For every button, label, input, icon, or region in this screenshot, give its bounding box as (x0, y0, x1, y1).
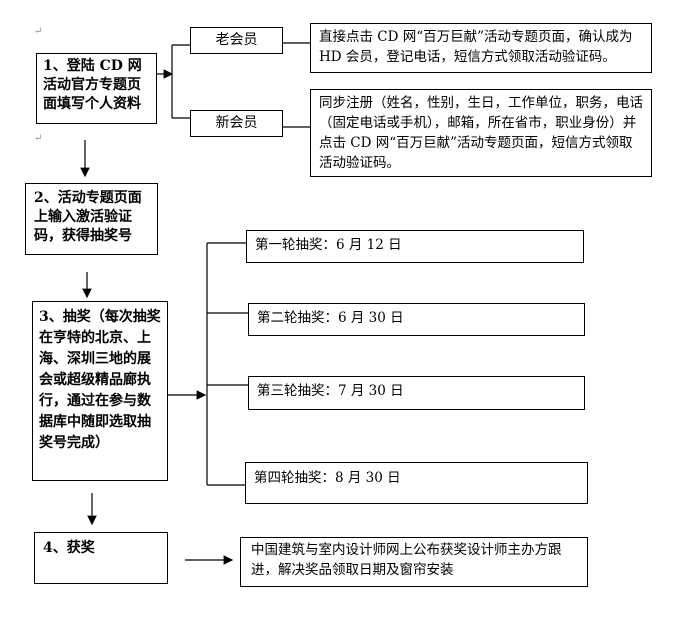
step4-text: 4、获奖 (43, 540, 95, 556)
step2-box: 2、活动专题页面上输入激活验证码，获得抽奖号 (25, 183, 158, 255)
step1-box: 1、登陆 CD 网活动官方专题页面填写个人资料 (36, 53, 157, 124)
old-member-box: 老会员 (190, 27, 283, 54)
new-member-box: 新会员 (190, 110, 283, 137)
round4-text: 第四轮抽奖：8 月 30 日 (254, 470, 401, 486)
new-member-label: 新会员 (215, 115, 258, 131)
round1-box: 第一轮抽奖：6 月 12 日 (246, 230, 584, 263)
old-member-label: 老会员 (215, 32, 258, 48)
award-note-text: 中国建筑与室内设计师网上公布获奖设计师主办方跟进，解决奖品领取日期及窗帘安装 (251, 542, 562, 578)
round2-box: 第二轮抽奖：6 月 30 日 (248, 303, 585, 336)
paragraph-mark: ↵ (34, 133, 43, 144)
step1-text: 1、登陆 CD 网活动官方专题页面填写个人资料 (43, 58, 142, 112)
round2-text: 第二轮抽奖：6 月 30 日 (257, 310, 404, 326)
old-member-desc-box: 直接点击 CD 网“百万巨献”活动专题页面，确认成为 HD 会员，登记电话，短信… (310, 23, 652, 73)
round3-text: 第三轮抽奖：7 月 30 日 (257, 383, 404, 399)
round4-box: 第四轮抽奖：8 月 30 日 (245, 462, 588, 504)
step2-text: 2、活动专题页面上输入激活验证码，获得抽奖号 (34, 190, 142, 244)
new-member-desc-box: 同步注册（姓名，性别，生日，工作单位，职务，电话（固定电话或手机），邮箱，所在省… (310, 89, 652, 177)
award-note-box: 中国建筑与室内设计师网上公布获奖设计师主办方跟进，解决奖品领取日期及窗帘安装 (240, 537, 588, 587)
paragraph-mark: ↵ (34, 26, 43, 37)
old-member-desc: 直接点击 CD 网“百万巨献”活动专题页面，确认成为 HD 会员，登记电话，短信… (319, 29, 633, 65)
step4-box: 4、获奖 (34, 532, 168, 584)
round3-box: 第三轮抽奖：7 月 30 日 (248, 376, 585, 410)
step3-text: 3、抽奖（每次抽奖在亨特的北京、上海、深圳三地的展会或超级精品廊执行，通过在参与… (39, 309, 161, 451)
step3-box: 3、抽奖（每次抽奖在亨特的北京、上海、深圳三地的展会或超级精品廊执行，通过在参与… (32, 301, 168, 481)
new-member-desc: 同步注册（姓名，性别，生日，工作单位，职务，电话（固定电话或手机），邮箱，所在省… (319, 95, 643, 171)
round1-text: 第一轮抽奖：6 月 12 日 (255, 237, 402, 253)
